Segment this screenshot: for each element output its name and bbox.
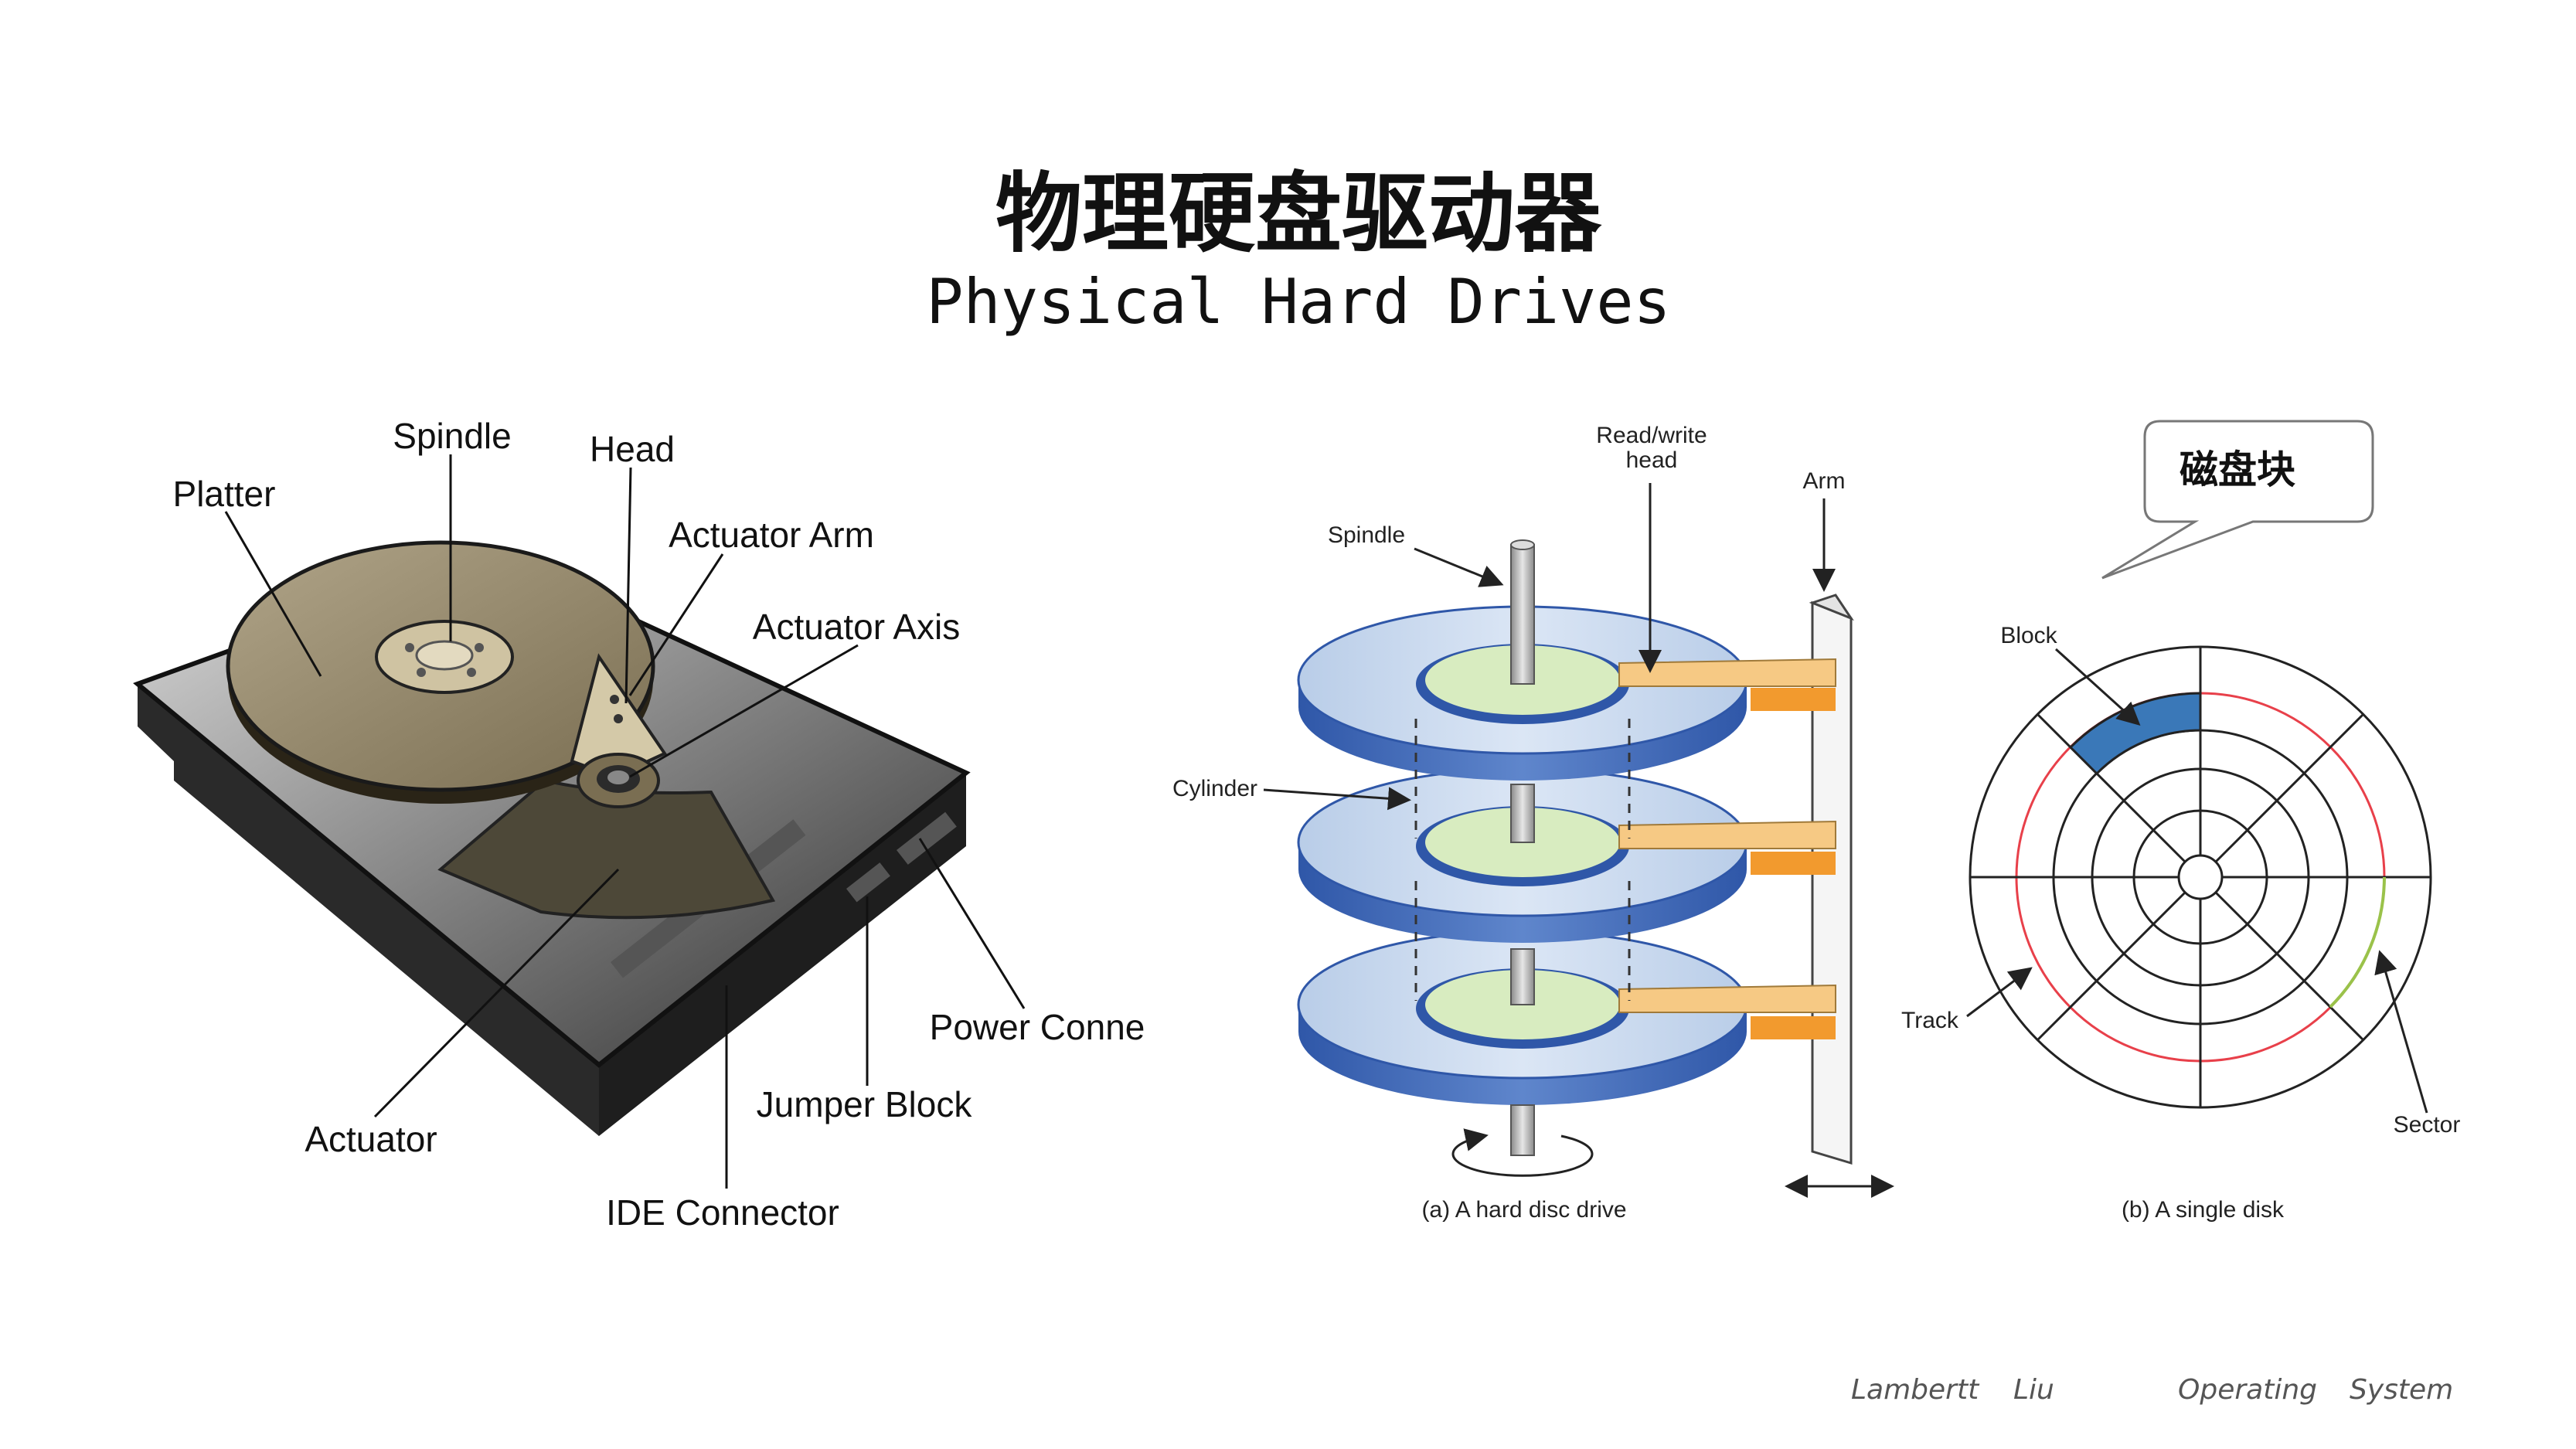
footer-author-last: Liu	[2013, 1374, 2054, 1406]
caption-hard-disc: (a) A hard disc drive	[1421, 1197, 1626, 1223]
sector-arc-highlight	[2329, 876, 2386, 1009]
block-sector-highlight	[2068, 692, 2202, 776]
leader-block	[2054, 648, 2141, 726]
callout-bubble	[2101, 420, 2374, 580]
spindle-shaft	[1510, 544, 1535, 685]
power-connector-pins	[896, 811, 957, 865]
jumper-block-pins	[846, 862, 890, 903]
label-sector: Sector	[2394, 1112, 2461, 1138]
label-spindle: Spindle	[393, 416, 511, 456]
left-leader-lines	[224, 454, 1026, 1189]
hard-drive-illustration	[133, 540, 971, 1136]
platter-top	[1297, 605, 1836, 781]
leader-actuator	[373, 868, 620, 1118]
label-cylinder: Cylinder	[1172, 776, 1257, 801]
right-leader-lines	[1966, 648, 2428, 1114]
label-ide-connector: IDE Connector	[606, 1192, 839, 1233]
platter-middle	[1297, 767, 1836, 943]
cylinder-dashes	[1414, 719, 1631, 1001]
leader-track	[1966, 967, 2033, 1018]
caption-single-disk: (b) A single disk	[2122, 1197, 2285, 1223]
callout-text: 磁盘块	[2180, 447, 2295, 492]
leader-platter	[224, 511, 322, 677]
footer-author-first: Lambertt	[1851, 1374, 1980, 1406]
label-head: Head	[590, 429, 675, 469]
leader-spindle-mid	[1414, 547, 1504, 587]
label-actuator-arm: Actuator Arm	[669, 515, 874, 555]
leader-sector	[2374, 950, 2428, 1114]
label-block: Block	[2000, 623, 2057, 648]
leader-actuator-arm	[628, 553, 724, 696]
leader-cylinder	[1263, 787, 1411, 811]
title-english: Physical Hard Drives	[926, 266, 1670, 338]
leader-head	[624, 467, 632, 704]
middle-leader-lines	[1263, 483, 1836, 811]
label-spindle-mid: Spindle	[1328, 522, 1405, 548]
label-read-write-1: Read/write	[1596, 423, 1707, 448]
label-platter: Platter	[173, 474, 276, 514]
leader-actuator-axis	[629, 644, 859, 778]
disk-stack-illustration	[1297, 539, 1894, 1198]
label-track: Track	[1901, 1008, 1959, 1033]
footer-course-word1: Operating	[2178, 1374, 2317, 1406]
footer-course-word2: System	[2350, 1374, 2453, 1406]
label-power-connector: Power Conne	[930, 1007, 1145, 1047]
label-actuator: Actuator	[305, 1119, 437, 1159]
title-chinese: 物理硬盘驱动器	[995, 163, 1602, 264]
label-actuator-axis: Actuator Axis	[753, 607, 960, 647]
label-arm: Arm	[1803, 468, 1846, 494]
platter-bottom	[1297, 930, 1836, 1105]
rotation-arrow	[1451, 1128, 1594, 1177]
label-jumper-block: Jumper Block	[757, 1084, 973, 1124]
label-read-write-2: head	[1626, 447, 1678, 473]
leader-power-connector	[918, 838, 1026, 1009]
